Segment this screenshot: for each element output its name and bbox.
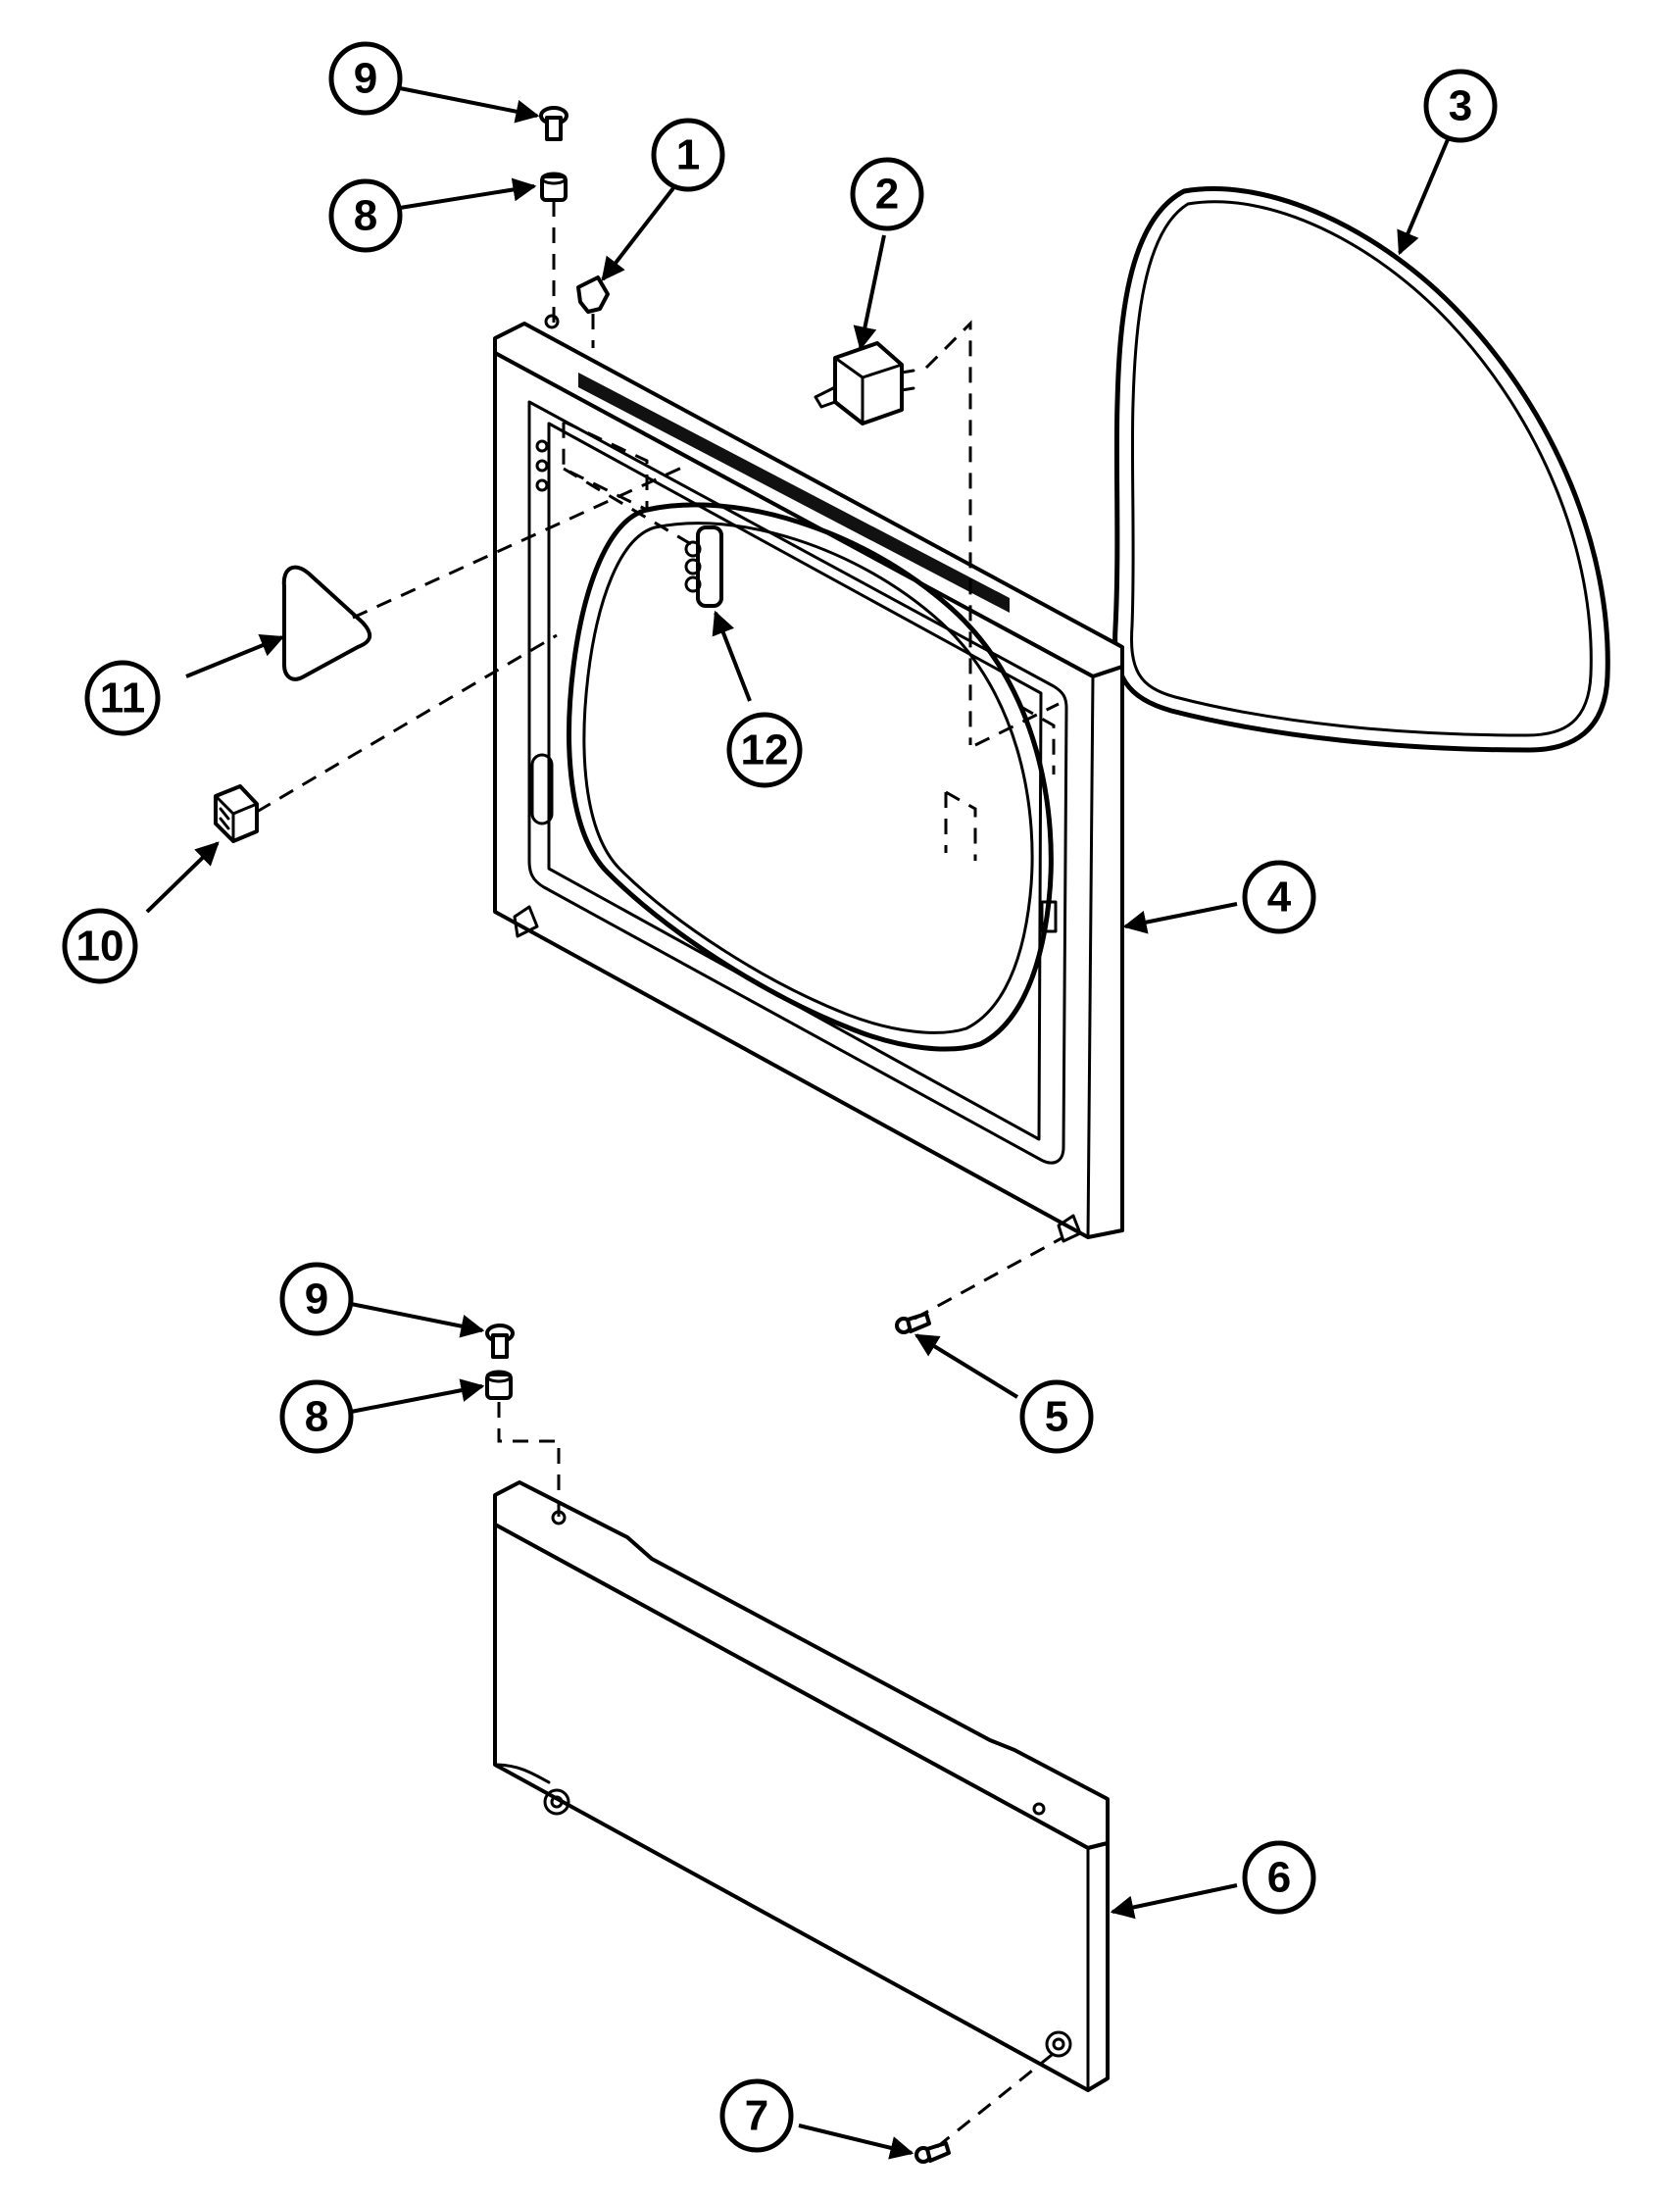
spacer-part-8-bottom	[485, 1370, 513, 1400]
callout-9-bottom: 9	[279, 1262, 354, 1336]
callout-5-label: 5	[1045, 1393, 1068, 1441]
callout-1: 1	[651, 118, 725, 192]
screw-part-9-bottom	[485, 1324, 515, 1359]
callout-2-label: 2	[875, 171, 899, 219]
clip-part-1	[576, 275, 610, 314]
screw-part-5	[895, 1312, 931, 1334]
callout-3: 3	[1423, 69, 1498, 143]
door-catch-part-11	[281, 565, 372, 681]
kick-panel	[493, 1480, 1110, 2092]
callout-11-label: 11	[100, 675, 146, 723]
latch-part-10	[214, 784, 259, 843]
callout-6: 6	[1242, 1840, 1316, 1915]
callout-leaders	[145, 86, 1451, 2160]
callout-9-bottom-label: 9	[305, 1275, 328, 1324]
callout-3-label: 3	[1449, 82, 1472, 130]
callout-6-label: 6	[1267, 1854, 1291, 1902]
callout-7-label: 7	[745, 2092, 768, 2140]
callout-12-label: 12	[741, 726, 789, 775]
assembly-guide-lines	[256, 201, 1064, 2149]
callout-10-label: 10	[76, 923, 124, 971]
door-switch-part-2	[814, 341, 915, 425]
callout-10: 10	[62, 908, 138, 984]
front-panel	[493, 314, 1124, 1243]
callout-11: 11	[84, 660, 161, 736]
callout-8-top: 8	[328, 178, 403, 253]
callout-9-top-label: 9	[354, 55, 377, 103]
callout-8-bottom: 8	[279, 1379, 354, 1454]
callout-1-label: 1	[676, 131, 700, 179]
callout-7: 7	[719, 2078, 794, 2153]
screw-part-7	[914, 2141, 951, 2164]
spacer-part-8-top	[540, 172, 568, 202]
callout-8-bottom-label: 8	[305, 1393, 328, 1441]
callout-12: 12	[726, 712, 803, 788]
callout-2: 2	[850, 157, 924, 231]
callout-9-top: 9	[328, 41, 403, 116]
callout-8-top-label: 8	[354, 192, 377, 240]
door-seal-gasket	[1112, 186, 1610, 753]
screw-part-9-top	[539, 106, 568, 141]
callout-4: 4	[1242, 860, 1316, 934]
callout-5: 5	[1019, 1379, 1094, 1454]
callout-4-label: 4	[1267, 874, 1292, 922]
